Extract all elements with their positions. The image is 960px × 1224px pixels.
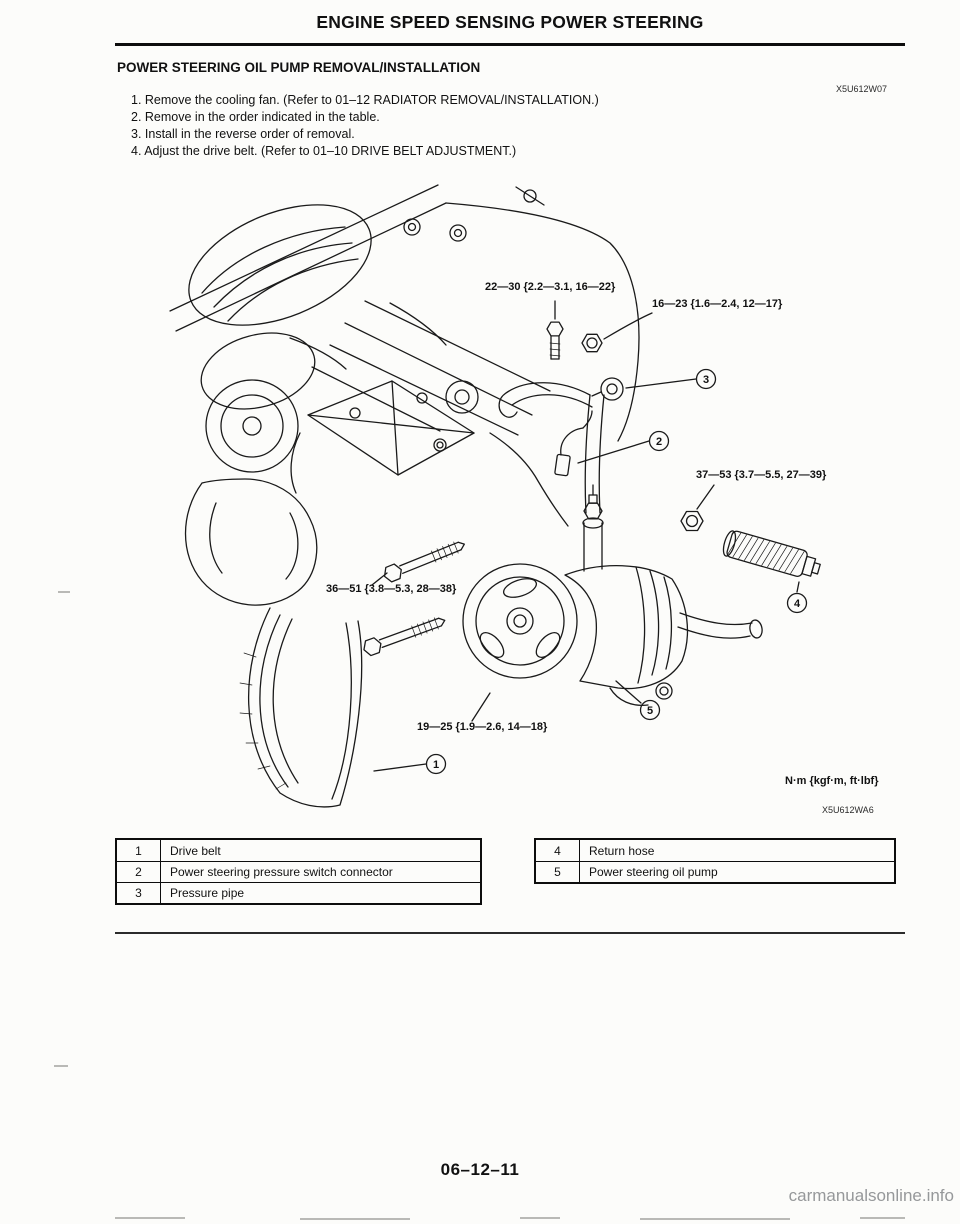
- part-name: Drive belt: [170, 843, 221, 858]
- units-note: N·m {kgf·m, ft·lbf}: [785, 775, 879, 787]
- torque-label-3: 37—53 {3.7—5.5, 27—39}: [696, 469, 827, 481]
- scan-artifact: [640, 1218, 790, 1220]
- page-header: ENGINE SPEED SENSING POWER STEERING: [316, 12, 704, 32]
- section-title: POWER STEERING OIL PUMP REMOVAL/INSTALLA…: [117, 60, 481, 75]
- step-2: 2. Remove in the order indicated in the …: [131, 110, 380, 124]
- step-3: 3. Install in the reverse order of remov…: [131, 127, 355, 141]
- balloon-callouts: 1 2 3 4 5: [373, 368, 808, 775]
- scan-artifact: [54, 1065, 68, 1067]
- fasteners: [363, 300, 821, 722]
- page-number: 06–12–11: [440, 1160, 520, 1179]
- part-name: Pressure pipe: [170, 886, 245, 900]
- table-row: 3 Pressure pipe: [117, 882, 480, 903]
- scan-artifact: [300, 1218, 410, 1220]
- step-4: 4. Adjust the drive belt. (Refer to 01–1…: [131, 144, 517, 158]
- step-1: 1. Remove the cooling fan. (Refer to 01–…: [131, 93, 599, 107]
- balloon-5-number: 5: [647, 705, 653, 717]
- part-number: 2: [117, 862, 161, 882]
- pressure-pipe: [498, 377, 624, 514]
- part-number: 5: [536, 862, 580, 882]
- engine-line-art: [169, 184, 640, 527]
- figure-code-top: X5U612W07: [836, 84, 888, 94]
- balloon-2-number: 2: [656, 436, 662, 448]
- balloon-2: [648, 430, 670, 452]
- torque-label-1: 22—30 {2.2—3.1, 16—22}: [485, 281, 616, 293]
- parts-table-right: 4 Return hose 5 Power steering oil pump: [534, 838, 896, 884]
- balloon-1-number: 1: [433, 759, 439, 771]
- balloon-1: [425, 753, 447, 775]
- crank-pulleys: [184, 379, 318, 606]
- scan-artifact: [58, 591, 70, 593]
- drive-belt: [239, 607, 363, 808]
- bottom-rule: [115, 932, 905, 934]
- balloon-5: [639, 699, 661, 721]
- balloon-3-number: 3: [703, 374, 709, 386]
- scan-artifact: [115, 1217, 185, 1219]
- table-row: 4 Return hose: [536, 840, 894, 861]
- parts-table-left: 1 Drive belt 2 Power steering pressure s…: [115, 838, 482, 905]
- scan-artifact: [520, 1217, 560, 1219]
- part-number: 4: [536, 840, 580, 861]
- figure-code-bottom: X5U612WA6: [822, 805, 874, 815]
- scan-artifact: [860, 1217, 905, 1219]
- torque-label-5: 19—25 {1.9—2.6, 14—18}: [417, 721, 548, 733]
- part-name: Return hose: [589, 843, 655, 858]
- balloon-4-number: 4: [794, 598, 801, 610]
- torque-labels: 22—30 {2.2—3.1, 16—22} 16—23 {1.6—2.4, 1…: [326, 281, 827, 733]
- torque-label-2: 16—23 {1.6—2.4, 12—17}: [652, 298, 783, 310]
- header-rule: [115, 43, 905, 46]
- part-name: Power steering pressure switch connector: [170, 865, 393, 879]
- table-row: 1 Drive belt: [117, 840, 480, 861]
- exploded-diagram: 1 2 3 4 5 22—30 {2.2—3.1, 16—22} 16—23 {…: [169, 184, 879, 815]
- part-number: 3: [117, 883, 161, 903]
- procedure-steps: 1. Remove the cooling fan. (Refer to 01–…: [131, 92, 599, 160]
- watermark: carmanualsonline.info: [788, 1186, 954, 1205]
- table-row: 2 Power steering pressure switch connect…: [117, 861, 480, 882]
- balloon-4: [786, 592, 808, 614]
- table-row: 5 Power steering oil pump: [536, 861, 894, 882]
- part-number: 1: [117, 840, 161, 861]
- balloon-3: [695, 368, 717, 390]
- torque-label-4: 36—51 {3.8—5.3, 28—38}: [326, 583, 457, 595]
- power-steering-pump: [462, 484, 763, 707]
- part-name: Power steering oil pump: [589, 865, 718, 879]
